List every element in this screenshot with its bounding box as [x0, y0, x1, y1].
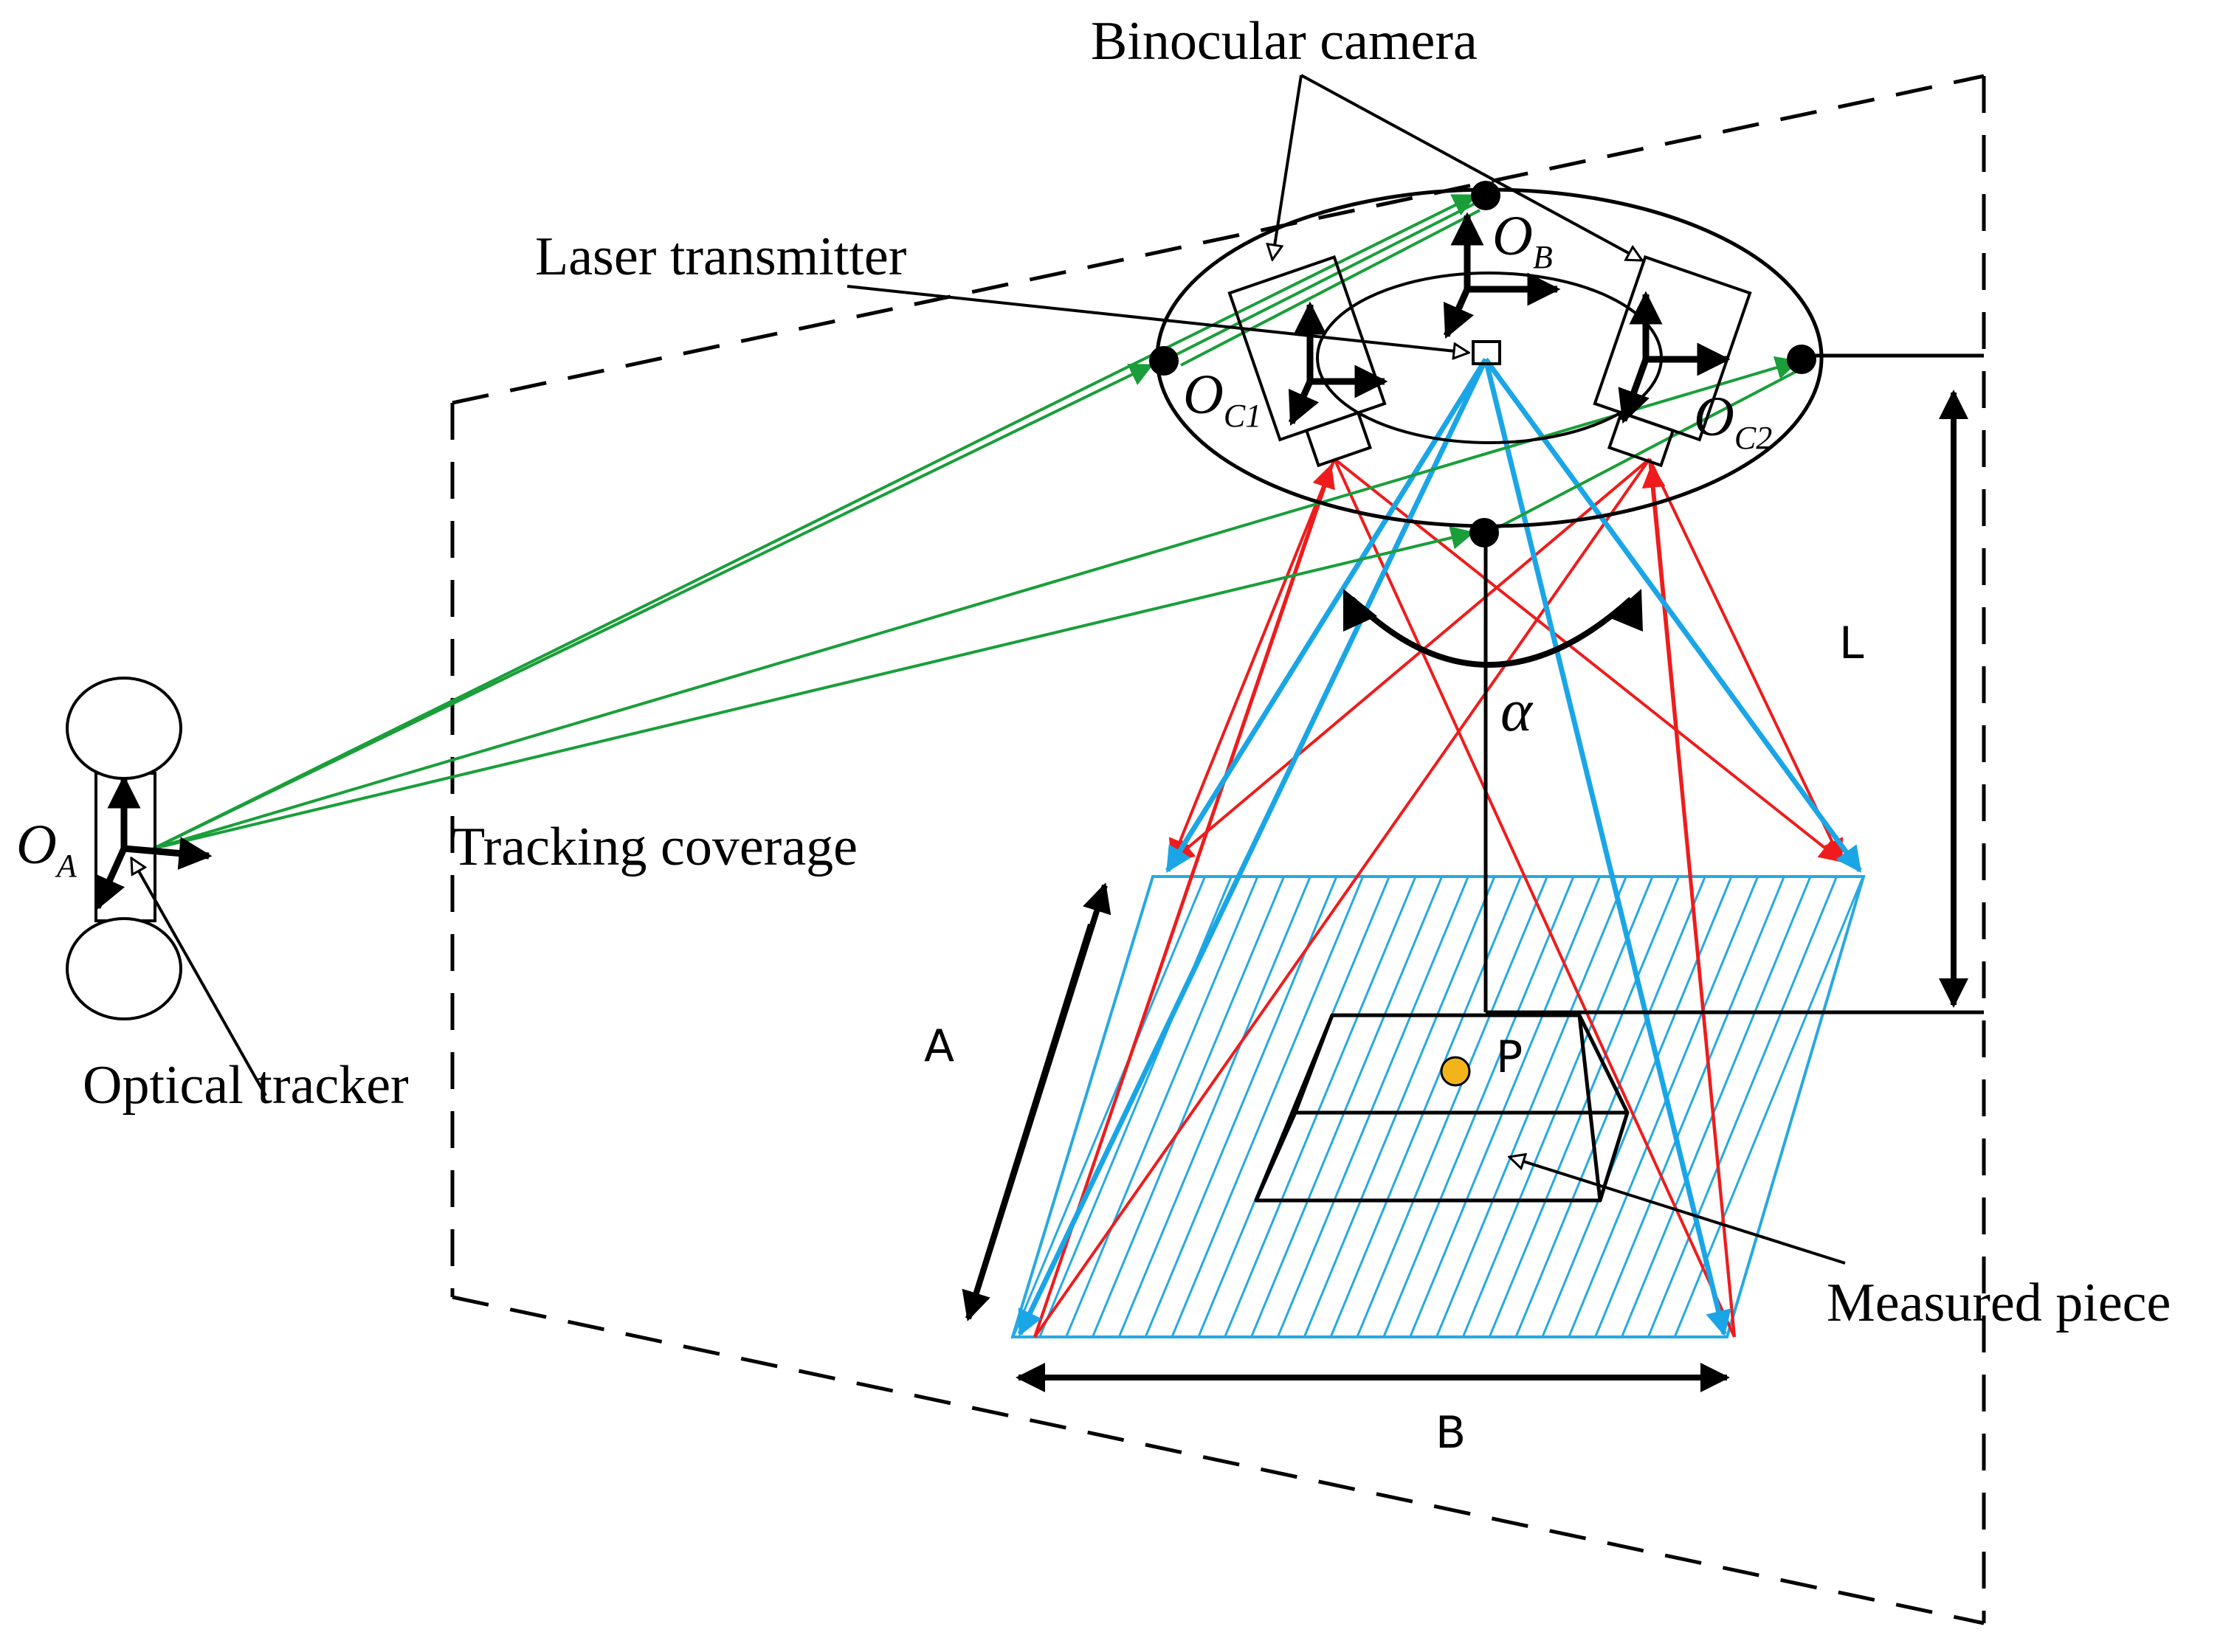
laser-stripe [1621, 876, 1812, 1338]
laser-stripe [1117, 876, 1311, 1338]
laser-stripe [1250, 876, 1444, 1338]
angle-alpha-arc [1350, 597, 1633, 668]
laser-stripe [1488, 876, 1681, 1338]
left-camera [1227, 255, 1387, 468]
optical-tracker [66, 677, 182, 1020]
marker-top [1471, 181, 1500, 210]
marker-left [1149, 346, 1179, 376]
laser-stripe [1224, 876, 1417, 1338]
laser-stripe [1461, 876, 1654, 1338]
tracking-markers [1149, 181, 1816, 547]
frame-oa-label: OA [16, 814, 77, 884]
laser-stripe [1038, 876, 1233, 1338]
dimension-arrows [962, 390, 1968, 1392]
laser-stripe [1647, 876, 1838, 1338]
angle-alpha-label: α [1500, 677, 1534, 744]
laser-stripe [1514, 876, 1706, 1338]
optical-tracker-bottom-lens [66, 917, 182, 1020]
reference-lines [1483, 353, 1984, 1015]
laser-stripe [1065, 876, 1259, 1338]
tracking-coverage-plane [450, 74, 1986, 1625]
laser-rays [1017, 357, 1862, 1337]
tracking-rays [153, 194, 1809, 850]
tracking-coverage-label: Tracking coverage [452, 817, 858, 877]
dimension-b-label: B [1435, 1407, 1466, 1459]
point-p-marker [1440, 1056, 1471, 1087]
laser-transmitter-label: Laser transmitter [535, 227, 906, 287]
laser-stripe [1409, 876, 1602, 1338]
measured-piece-label: Measured piece [1827, 1273, 2171, 1333]
binocular-camera-label: Binocular camera [1091, 11, 1478, 72]
laser-transmitter-box [1472, 340, 1501, 365]
laser-stripe [1356, 876, 1548, 1338]
laser-stripe [1171, 876, 1365, 1338]
coordinate-frames [94, 212, 1731, 911]
laser-stripe-pattern [1010, 875, 1866, 1338]
optical-tracker-label: Optical tracker [83, 1055, 409, 1116]
laser-stripe [1092, 876, 1286, 1338]
dimension-l-label: L [1839, 618, 1864, 669]
point-p-label: P [1496, 1031, 1523, 1083]
frame-oc2-label: OC2 [1694, 386, 1772, 456]
laser-stripe [1382, 876, 1575, 1338]
laser-stripe [1303, 876, 1496, 1338]
frame-oc1-label: OC1 [1183, 364, 1261, 434]
optical-tracker-top-lens [66, 677, 182, 780]
frame-ob-label: OB [1492, 205, 1553, 275]
marker-right [1787, 345, 1816, 374]
laser-stripe [1594, 876, 1785, 1338]
laser-stripe [1276, 876, 1469, 1338]
laser-stripe [1435, 876, 1627, 1338]
laser-stripe [1568, 876, 1759, 1338]
laser-stripe [1329, 876, 1523, 1338]
laser-stripe [1012, 876, 1207, 1338]
laser-stripe [1541, 876, 1733, 1338]
callout-pointers [130, 74, 1846, 1265]
measured-piece [1254, 1013, 1630, 1203]
dimension-a-label: A [924, 1020, 954, 1072]
